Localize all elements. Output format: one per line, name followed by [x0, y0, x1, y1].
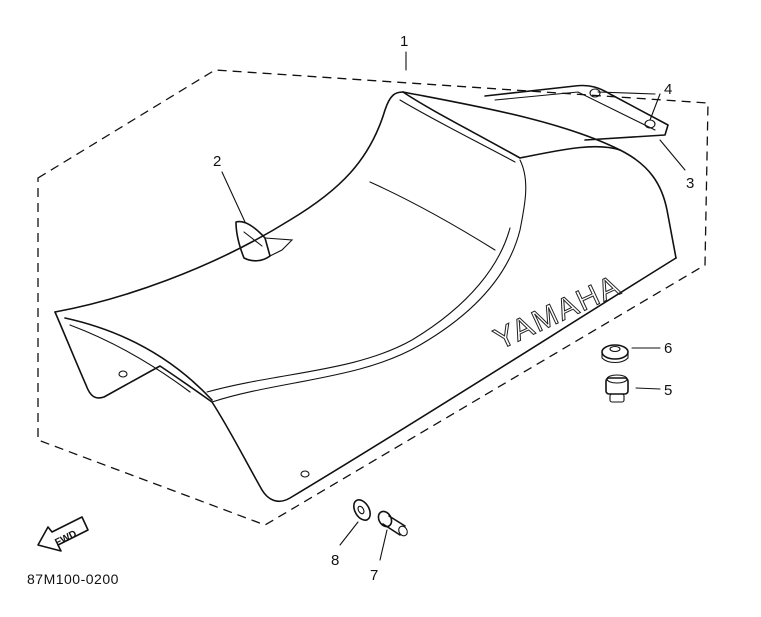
seat-assembly: YAMAHA: [54, 84, 677, 502]
leader-lines: [221, 51, 686, 561]
tail-screw: [644, 119, 656, 129]
assembly-boundary: [37, 69, 709, 526]
callout-2: 2: [213, 153, 221, 170]
forward-arrow-icon: FWD: [37, 516, 89, 552]
forward-arrow-label: FWD: [53, 529, 78, 549]
callout-1: 1: [400, 33, 408, 50]
mount-hole: [118, 370, 128, 378]
part-6-washer: [601, 344, 629, 364]
callout-8: 8: [331, 552, 339, 569]
callout-7: 7: [370, 567, 378, 584]
part-8-washer: [353, 499, 371, 521]
callout-3: 3: [686, 175, 694, 192]
callout-4: 4: [664, 81, 672, 98]
brand-text: YAMAHA: [489, 269, 627, 357]
part-5-damper: [605, 374, 629, 403]
callout-6: 6: [664, 340, 672, 357]
mount-hole: [300, 470, 310, 478]
callout-5: 5: [664, 382, 672, 399]
tail-screw: [589, 88, 601, 98]
part-code: 87M100-0200: [27, 571, 119, 587]
part-7-bolt: [377, 510, 408, 537]
